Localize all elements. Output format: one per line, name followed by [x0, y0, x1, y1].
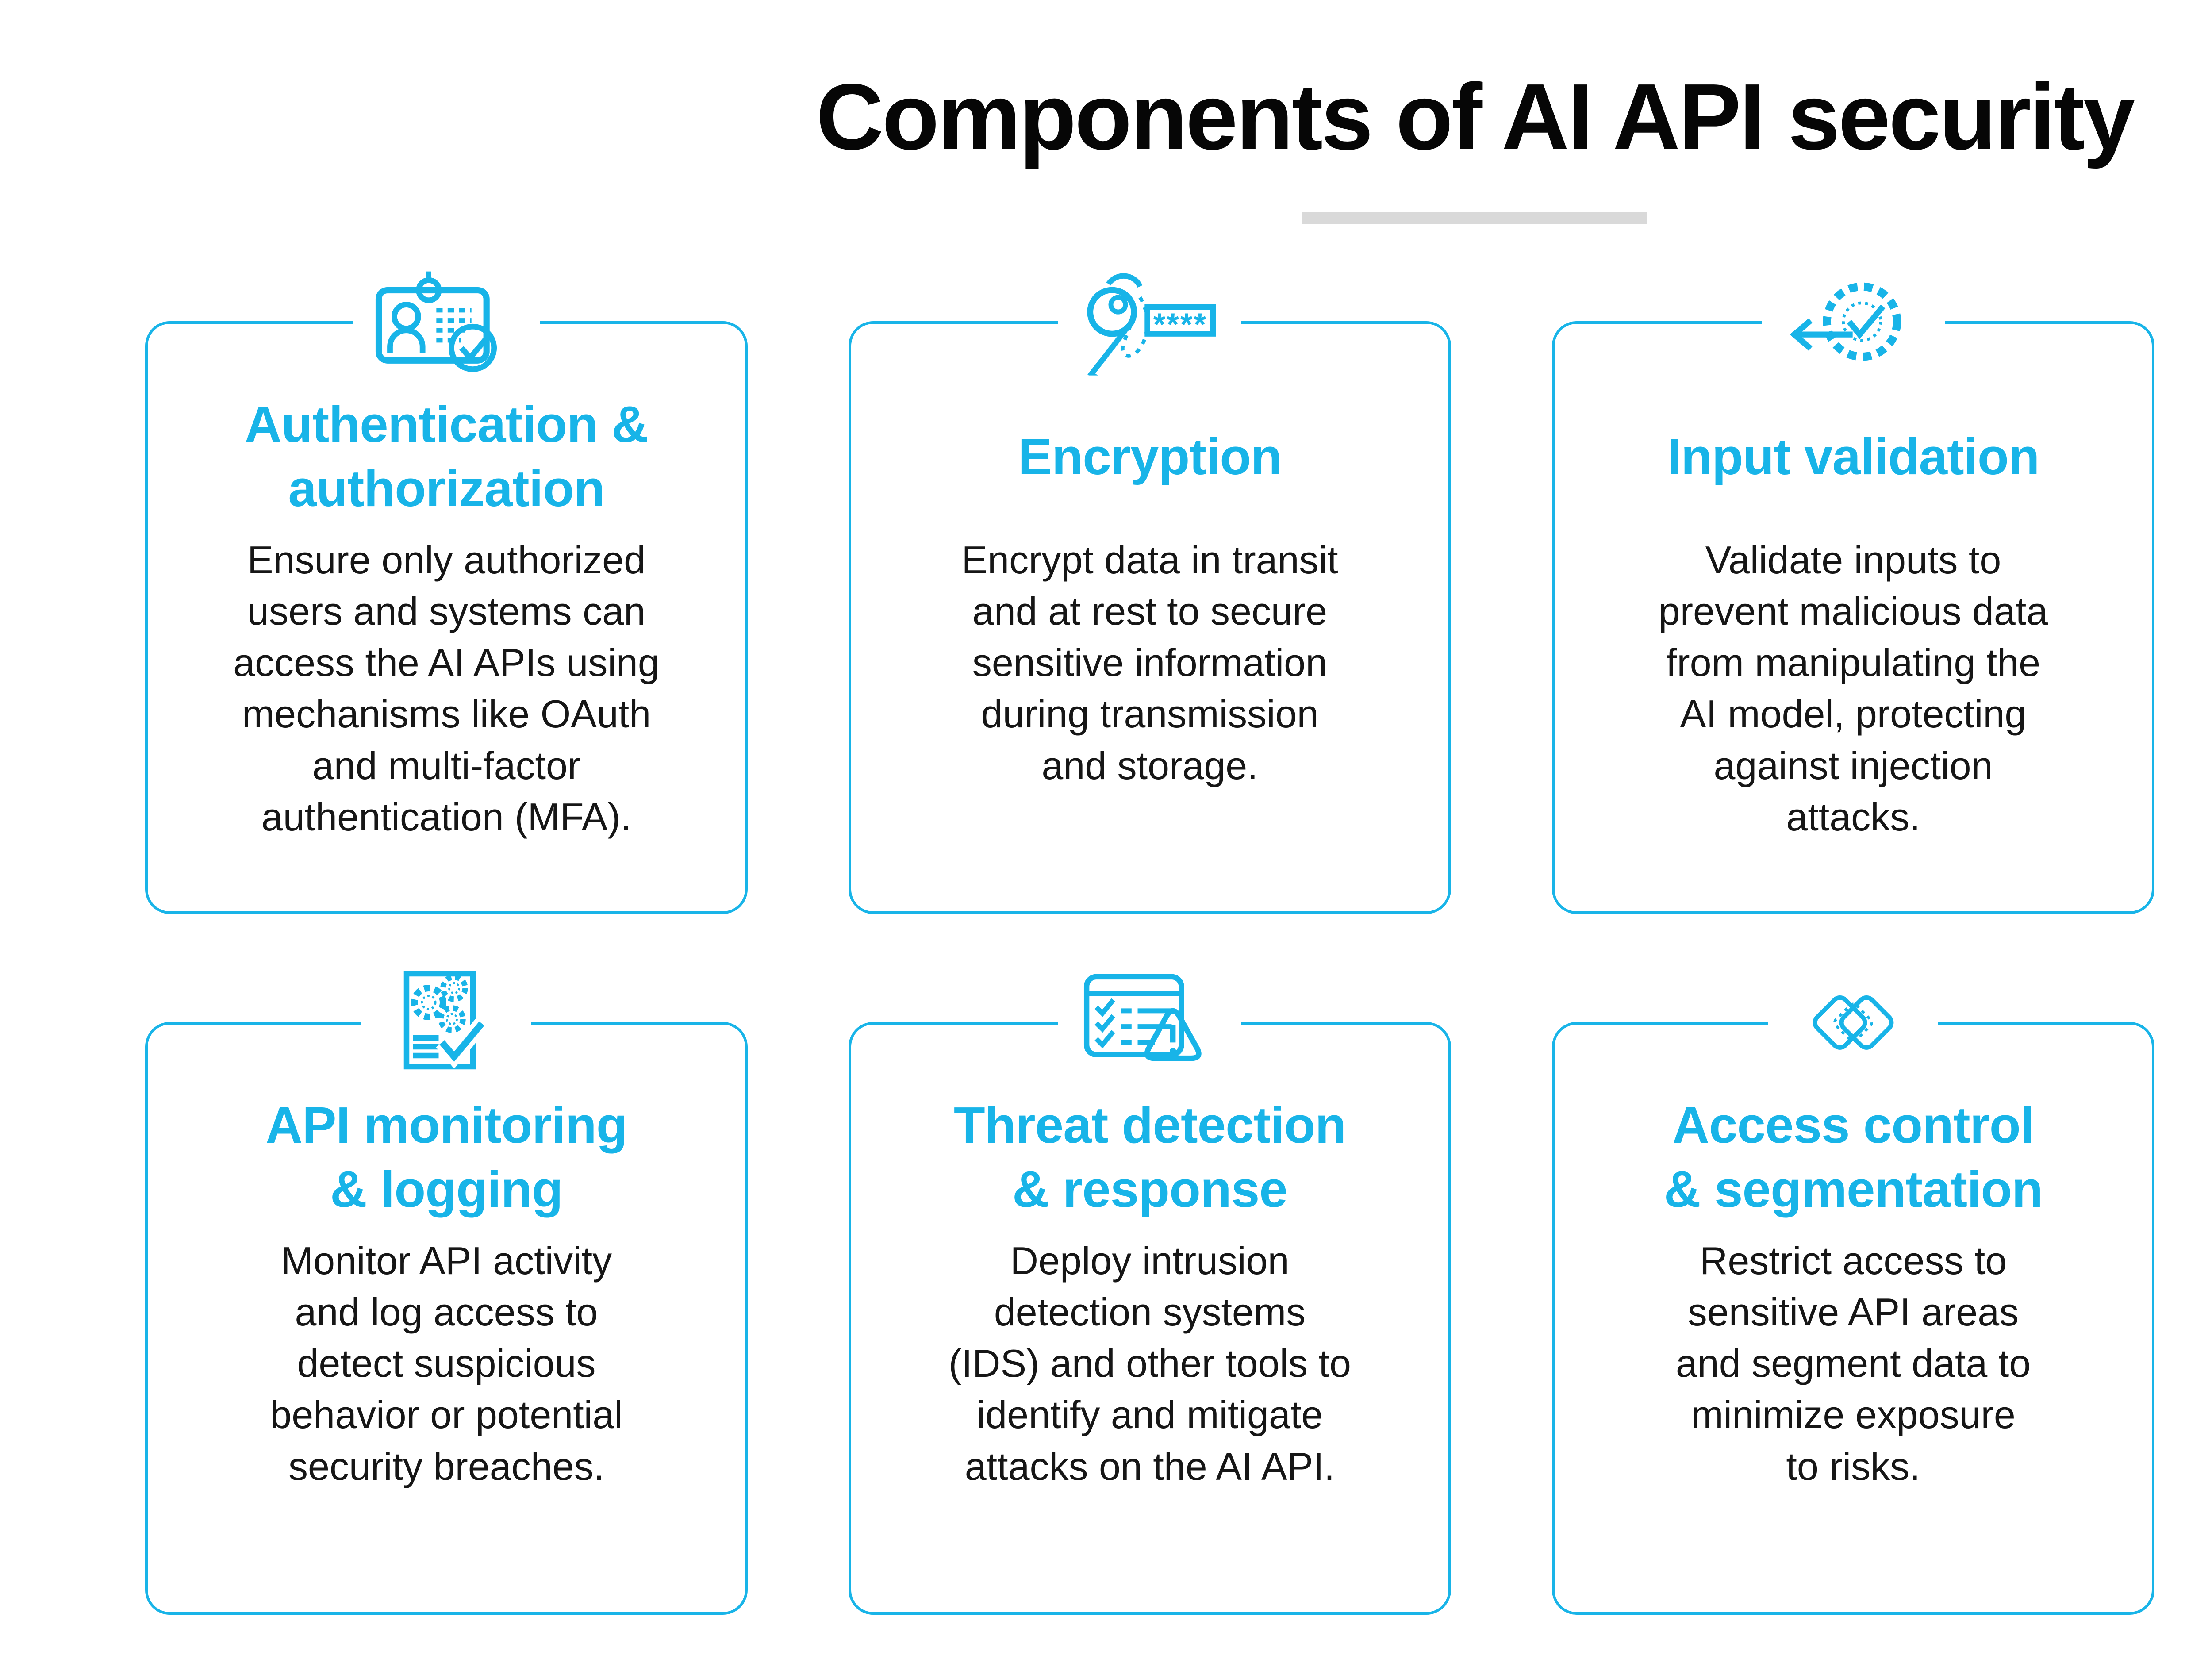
card-icon-frame	[353, 265, 540, 378]
card-icon-frame	[1768, 972, 1938, 1073]
card-row-top: Authentication & authorization Ensure on…	[145, 265, 2212, 914]
card-body: Monitor API activity and log access to d…	[270, 1239, 623, 1488]
card-title: Input validation	[1667, 427, 2039, 485]
card-threat-detection-response: Threat detection & response Deploy intru…	[849, 967, 1451, 1615]
card-body: Encrypt data in transit and at rest to s…	[961, 538, 1338, 787]
card-icon-frame	[1058, 967, 1241, 1078]
card-icon-frame	[361, 967, 531, 1078]
card-icon-frame: ****	[1058, 268, 1241, 376]
card-input-validation: Input validation Validate inputs to prev…	[1552, 267, 2154, 914]
password-mask-text: ****	[1153, 307, 1207, 342]
card-body: Restrict access to sensitive API areas a…	[1675, 1239, 2031, 1488]
card-title: Threat detection & response	[953, 1096, 1346, 1218]
overlapping-diamonds-icon	[1813, 995, 1894, 1050]
card-icon-frame	[1762, 267, 1945, 376]
card-title: Authentication & authorization	[245, 396, 649, 517]
id-badge-check-icon	[375, 271, 497, 372]
title-divider	[1302, 212, 1647, 224]
page-title: Components of AI API security	[816, 64, 2135, 169]
seal-check-arrow-icon	[1790, 282, 1901, 361]
card-title: Encryption	[1018, 427, 1282, 485]
card-authentication-authorization: Authentication & authorization Ensure on…	[145, 265, 748, 914]
card-api-monitoring-logging: API monitoring & logging Monitor API act…	[145, 967, 748, 1615]
key-password-icon: ****	[1087, 273, 1216, 376]
document-gears-check-icon	[403, 971, 488, 1070]
card-title: Access control & segmentation	[1663, 1096, 2043, 1218]
card-access-control-segmentation: Access control & segmentation Restrict a…	[1552, 972, 2154, 1615]
card-encryption: **** Encryption Encrypt data in transit …	[849, 268, 1451, 914]
card-body: Ensure only authorized users and systems…	[233, 538, 660, 839]
card-body: Validate inputs to prevent malicious dat…	[1658, 538, 2048, 839]
card-body: Deploy intrusion detection systems (IDS)…	[949, 1239, 1351, 1488]
card-title: API monitoring & logging	[265, 1096, 627, 1218]
checklist-warning-icon	[1083, 974, 1202, 1061]
card-row-bottom: API monitoring & logging Monitor API act…	[145, 967, 2212, 1615]
